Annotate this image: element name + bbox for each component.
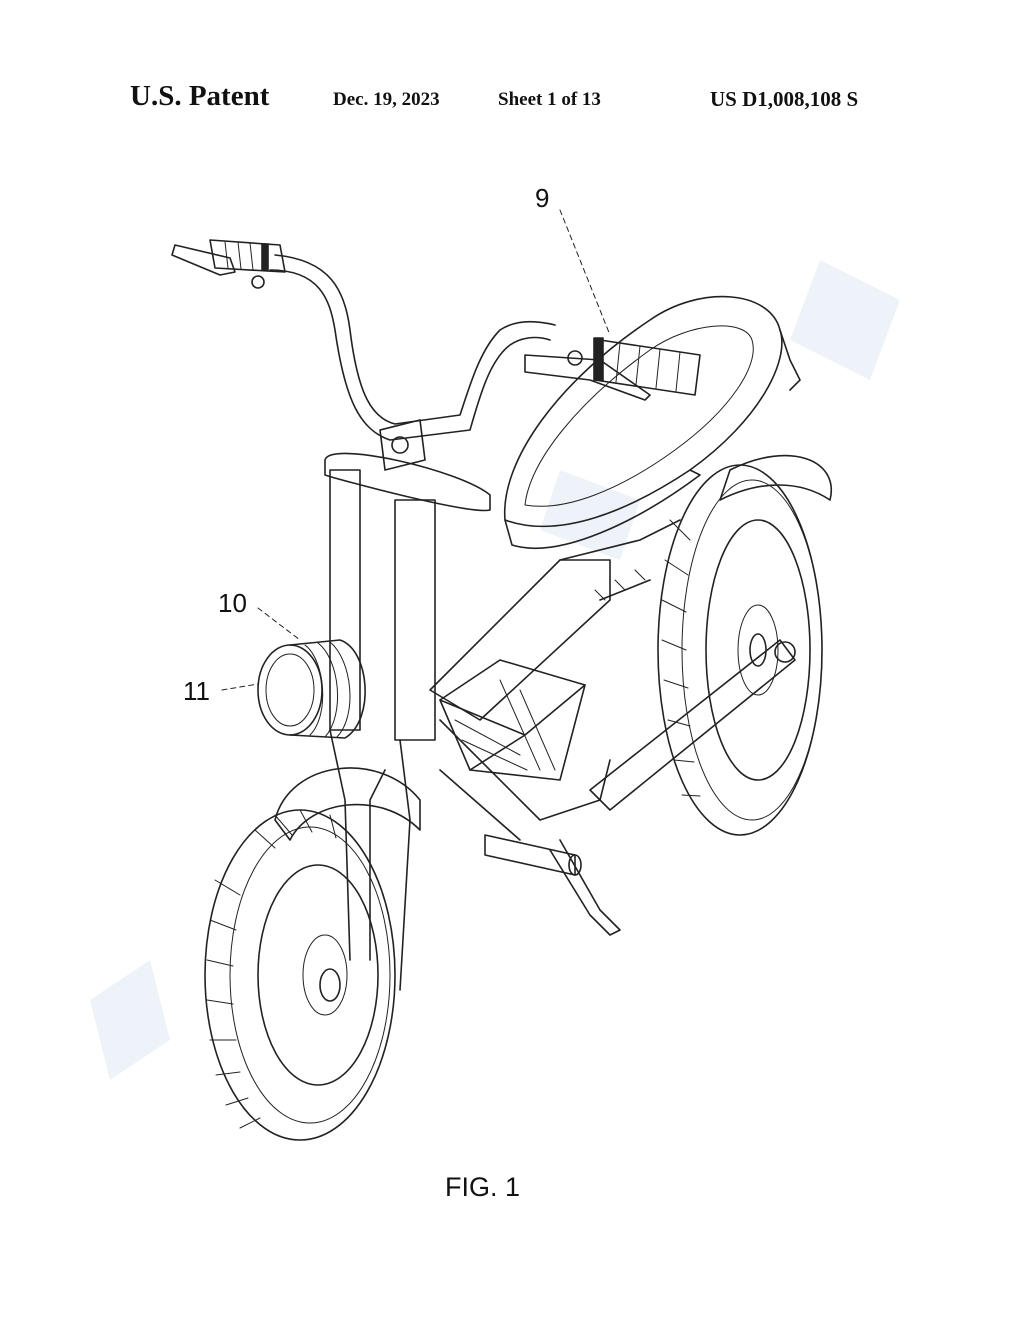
- figure-label: FIG. 1: [445, 1172, 521, 1202]
- sheet-number: Sheet 1 of 13: [498, 89, 601, 110]
- kickstand: [549, 839, 621, 936]
- battery-basket: [439, 659, 586, 781]
- patent-title: U.S. Patent: [130, 80, 270, 112]
- front-fender: [274, 767, 421, 841]
- swingarm: [589, 639, 796, 811]
- front-fork: [329, 469, 436, 991]
- front-wheel: [204, 809, 396, 1141]
- seat: [503, 295, 801, 549]
- frame: [429, 519, 681, 841]
- handlebar: [269, 254, 556, 441]
- patent-date: Dec. 19, 2023: [333, 89, 440, 110]
- leader-line-11: [221, 683, 259, 691]
- rear-axle: [774, 641, 796, 663]
- left-grip: [171, 239, 286, 289]
- patent-number: US D1,008,108 S: [710, 87, 859, 111]
- rear-wheel: [657, 464, 823, 836]
- right-grip: [524, 337, 701, 401]
- leader-line-9: [559, 209, 611, 336]
- leader-line-10: [257, 607, 301, 641]
- reference-numeral-11: 11: [183, 676, 210, 706]
- headlight: [257, 639, 366, 739]
- reference-numeral-9: 9: [535, 183, 550, 213]
- footpeg-end: [568, 854, 582, 876]
- rear-fender: [719, 454, 833, 501]
- triple-clamp: [324, 419, 491, 512]
- reference-numeral-10: 10: [218, 588, 247, 618]
- watermark: [90, 260, 900, 1080]
